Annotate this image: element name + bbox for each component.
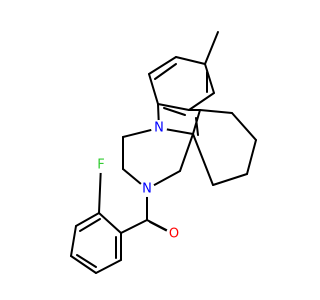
cyclo-bond-5 (192, 133, 214, 186)
benzo-bond-1 (148, 73, 159, 105)
aryl-bond-4 (70, 255, 97, 274)
molecule-structure: N N O F (70, 31, 257, 274)
pip-bond-5 (179, 133, 194, 172)
indole-double (195, 117, 199, 136)
atom-label-n-indole: N (154, 121, 164, 136)
atom-oxygen: O (166, 226, 182, 242)
benzo-bond-4 (204, 63, 215, 94)
aryl-bond-1 (98, 212, 122, 234)
cyclo-bond-4 (212, 173, 248, 186)
aryl-double-1 (79, 218, 101, 232)
atom-label-layer: N N O F (93, 120, 182, 242)
benzo-bond-3 (175, 56, 206, 65)
aryl-bond-2 (75, 212, 100, 227)
aryl-link-bond (120, 219, 148, 234)
atom-fluorine: F (93, 157, 109, 173)
aryl-bond-3 (70, 225, 77, 257)
atom-label-n-amide: N (142, 182, 152, 197)
benzo-bond-6 (157, 103, 190, 111)
structure-canvas: N N O F (70, 31, 257, 274)
atom-label-o: O (169, 227, 179, 242)
benzo-double-1 (154, 63, 177, 80)
atom-label-f: F (97, 158, 104, 173)
aryl-bond-5 (95, 259, 122, 274)
atom-nitrogen-amide: N (139, 181, 155, 197)
cyclo-bond-2 (231, 112, 257, 141)
fluoro-bond (98, 164, 102, 214)
cyclo-bond-1 (199, 109, 233, 114)
atom-nitrogen-indole: N (151, 120, 167, 136)
aryl-double-2 (76, 254, 97, 268)
methyl-bond (204, 31, 219, 65)
bond-layer (70, 31, 257, 274)
benzo-bond-5 (188, 92, 215, 111)
benzo-bond-2 (148, 56, 177, 75)
cyclo-bond-3 (246, 139, 257, 175)
benzo-double-3 (163, 107, 186, 116)
